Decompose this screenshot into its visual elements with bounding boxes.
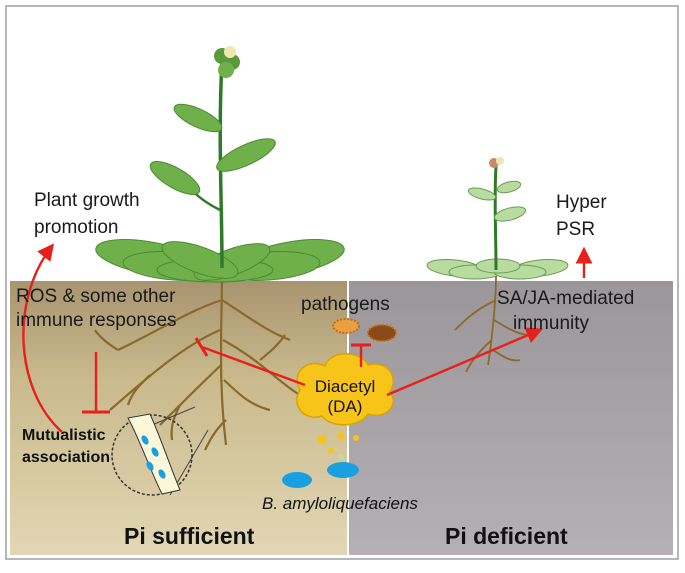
sa-ja-label-2: immunity (513, 313, 590, 334)
bacterium-label: B. amyloliquefaciens (262, 494, 418, 513)
diacetyl-cloud-icon (296, 353, 394, 460)
pi-sufficient-label: Pi sufficient (124, 523, 255, 549)
arrow-immunity (386, 327, 544, 397)
leaf (149, 161, 201, 195)
root-cell-icon (111, 406, 209, 496)
flower-icon (214, 46, 240, 78)
arrow-growth-promotion (22, 243, 63, 433)
plant-growth-label-1: Plant growth (34, 190, 140, 211)
rosette-right (426, 258, 569, 280)
soil-pi-deficient (348, 281, 673, 555)
pi-deficient-label: Pi deficient (445, 523, 568, 549)
hyper-psr-label-1: Hyper (556, 192, 607, 213)
flower-icon (489, 157, 504, 168)
da-droplet (317, 435, 327, 445)
plant-pi-sufficient (94, 46, 345, 451)
diacetyl-label-2: (DA) (328, 397, 363, 416)
da-droplet (338, 454, 344, 460)
leaf (216, 138, 276, 172)
bacterium-icon (282, 472, 312, 488)
arrows (22, 243, 593, 433)
ros-label-2: immune responses (16, 310, 177, 331)
da-droplet (328, 448, 334, 454)
mutualistic-label-2: association (22, 449, 110, 466)
inhibit-ros (201, 345, 306, 387)
plant-growth-label-2: promotion (34, 217, 119, 238)
soil-pi-sufficient (10, 281, 348, 555)
sa-ja-label-1: SA/JA-mediated (497, 288, 634, 309)
pathogens-label: pathogens (301, 294, 390, 315)
bacterium-icon (327, 462, 359, 478)
roots-right (454, 275, 531, 373)
pathogen-icon (332, 318, 397, 342)
leaf (173, 103, 223, 133)
da-droplet (353, 435, 359, 441)
plant-pi-deficient (426, 157, 569, 373)
hyper-psr-label-2: PSR (556, 219, 595, 240)
rosette-left (95, 239, 345, 283)
ros-label-1: ROS & some other (16, 286, 176, 307)
diacetyl-label-1: Diacetyl (315, 377, 375, 396)
mutualistic-label-1: Mutualistic (22, 427, 106, 444)
da-droplet (337, 432, 345, 440)
